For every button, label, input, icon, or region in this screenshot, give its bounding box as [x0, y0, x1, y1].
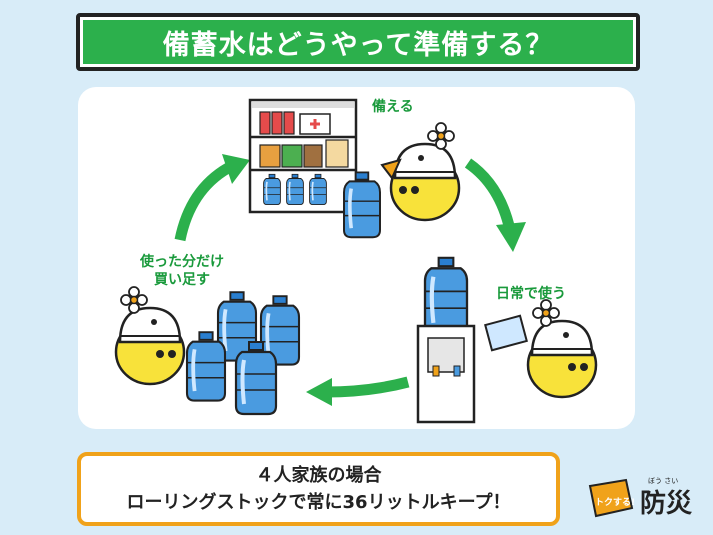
- tokusuru-bousai-logo: トクする! ぼう さい 防災: [586, 472, 704, 522]
- chick-drinking: [484, 298, 598, 399]
- arrow-top-right: [464, 158, 526, 252]
- chick-restock: [114, 285, 301, 416]
- logo-name: 防災: [640, 489, 693, 519]
- info-box: ４人家族の場合 ローリングストックで常に36リットルキープ！: [77, 452, 560, 526]
- storage-shelf: [248, 98, 358, 214]
- arrow-bottom: [306, 376, 410, 406]
- logo-mark: トクする!: [595, 497, 635, 508]
- label-buy-more-line1: 使った分だけ: [140, 254, 224, 270]
- page-title: 備蓄水はどうやって準備する？: [162, 29, 554, 61]
- label-use-daily: 日常で使う: [496, 286, 566, 302]
- info-line-1: ４人家族の場合: [255, 465, 382, 486]
- label-buy-more: 使った分だけ 買い足す: [140, 253, 224, 289]
- water-dispenser: [416, 258, 476, 424]
- label-buy-more-line2: 買い足す: [154, 272, 210, 288]
- info-line-2: ローリングストックで常に36リットルキープ！: [126, 492, 511, 513]
- arrow-left-up: [174, 154, 250, 242]
- logo-ruby: ぼう さい: [648, 477, 678, 485]
- title-banner: 備蓄水はどうやって準備する？: [76, 13, 640, 71]
- chick-prepare: [342, 121, 461, 239]
- label-prepare: 備える: [372, 99, 414, 115]
